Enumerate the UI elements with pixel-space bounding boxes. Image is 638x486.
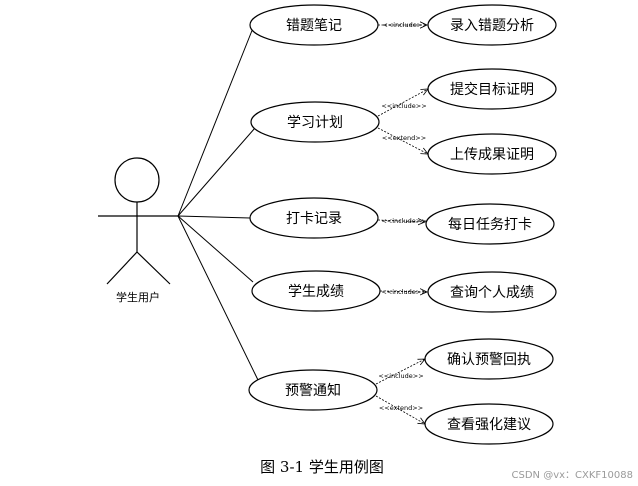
figure-caption: 图 3-1 学生用例图 [260, 458, 384, 476]
use-case-upload-result-proof: 上传成果证明 [427, 133, 557, 175]
actor-head [114, 157, 160, 203]
use-case-study-plan-label: 学习计划 [287, 115, 343, 131]
actor-figure [98, 157, 178, 285]
use-case-record-mistake-analysis: 录入错题分析 [427, 4, 557, 46]
use-case-view-improvement-advice-label: 查看强化建议 [447, 417, 531, 433]
associations [177, 27, 259, 381]
use-case-upload-result-proof-label: 上传成果证明 [450, 147, 534, 163]
rel-label-warning-extend: <<extend>> [379, 404, 423, 412]
use-case-warning-notice: 预警通知 [248, 369, 378, 411]
dep-plan-include [377, 89, 428, 117]
dep-warning-extend [375, 395, 425, 424]
use-case-mistake-notes: 错题笔记 [249, 4, 379, 46]
watermark: CSDN @vx：CXKF10088 [512, 470, 633, 481]
use-case-checkin-record-label: 打卡记录 [286, 210, 342, 227]
assoc-mistake-notes [177, 27, 254, 217]
rel-label-mistake-include: <<include>> [382, 21, 427, 29]
use-case-student-grades: 学生成绩 [251, 270, 381, 312]
dep-grades-include [379, 291, 427, 292]
use-case-warning-notice-label: 预警通知 [285, 382, 341, 399]
use-case-submit-goal-proof-label: 提交目标证明 [450, 81, 534, 98]
use-case-query-personal-grades: 查询个人成绩 [427, 271, 557, 313]
rel-label-plan-include: <<include>> [381, 102, 426, 110]
use-case-daily-task-checkin: 每日任务打卡 [425, 203, 555, 245]
dep-checkin-include [377, 220, 425, 222]
rel-label-warning-include: <<include>> [378, 372, 423, 380]
rel-label-plan-extend: <<extend>> [382, 134, 426, 142]
dep-warning-include [375, 359, 425, 385]
use-case-confirm-warning-receipt-label: 确认预警回执 [447, 352, 531, 368]
use-case-view-improvement-advice: 查看强化建议 [424, 403, 554, 445]
assoc-warning-notice [177, 215, 259, 381]
actor-left-leg [106, 251, 138, 285]
dependencies [375, 25, 428, 424]
assoc-study-plan [177, 127, 256, 217]
use-case-checkin-record: 打卡记录 [249, 197, 379, 239]
use-case-daily-task-checkin-label: 每日任务打卡 [448, 216, 532, 233]
dep-plan-extend [377, 127, 428, 154]
actor-label: 学生用户 [116, 290, 160, 304]
actor-right-leg [136, 251, 171, 285]
assoc-student-grades [177, 215, 254, 283]
rel-label-grades-include: <<include>> [381, 288, 426, 296]
use-case-confirm-warning-receipt: 确认预警回执 [424, 338, 554, 380]
assoc-checkin-record [177, 215, 251, 219]
use-case-student-grades-label: 学生成绩 [288, 284, 344, 300]
use-case-submit-goal-proof: 提交目标证明 [427, 68, 557, 110]
rel-label-checkin-include: <<include>> [381, 217, 426, 225]
use-case-query-personal-grades-label: 查询个人成绩 [450, 285, 534, 301]
use-case-mistake-notes-label: 错题笔记 [286, 18, 342, 34]
use-case-study-plan: 学习计划 [250, 101, 380, 143]
use-case-record-mistake-analysis-label: 录入错题分析 [450, 18, 534, 34]
